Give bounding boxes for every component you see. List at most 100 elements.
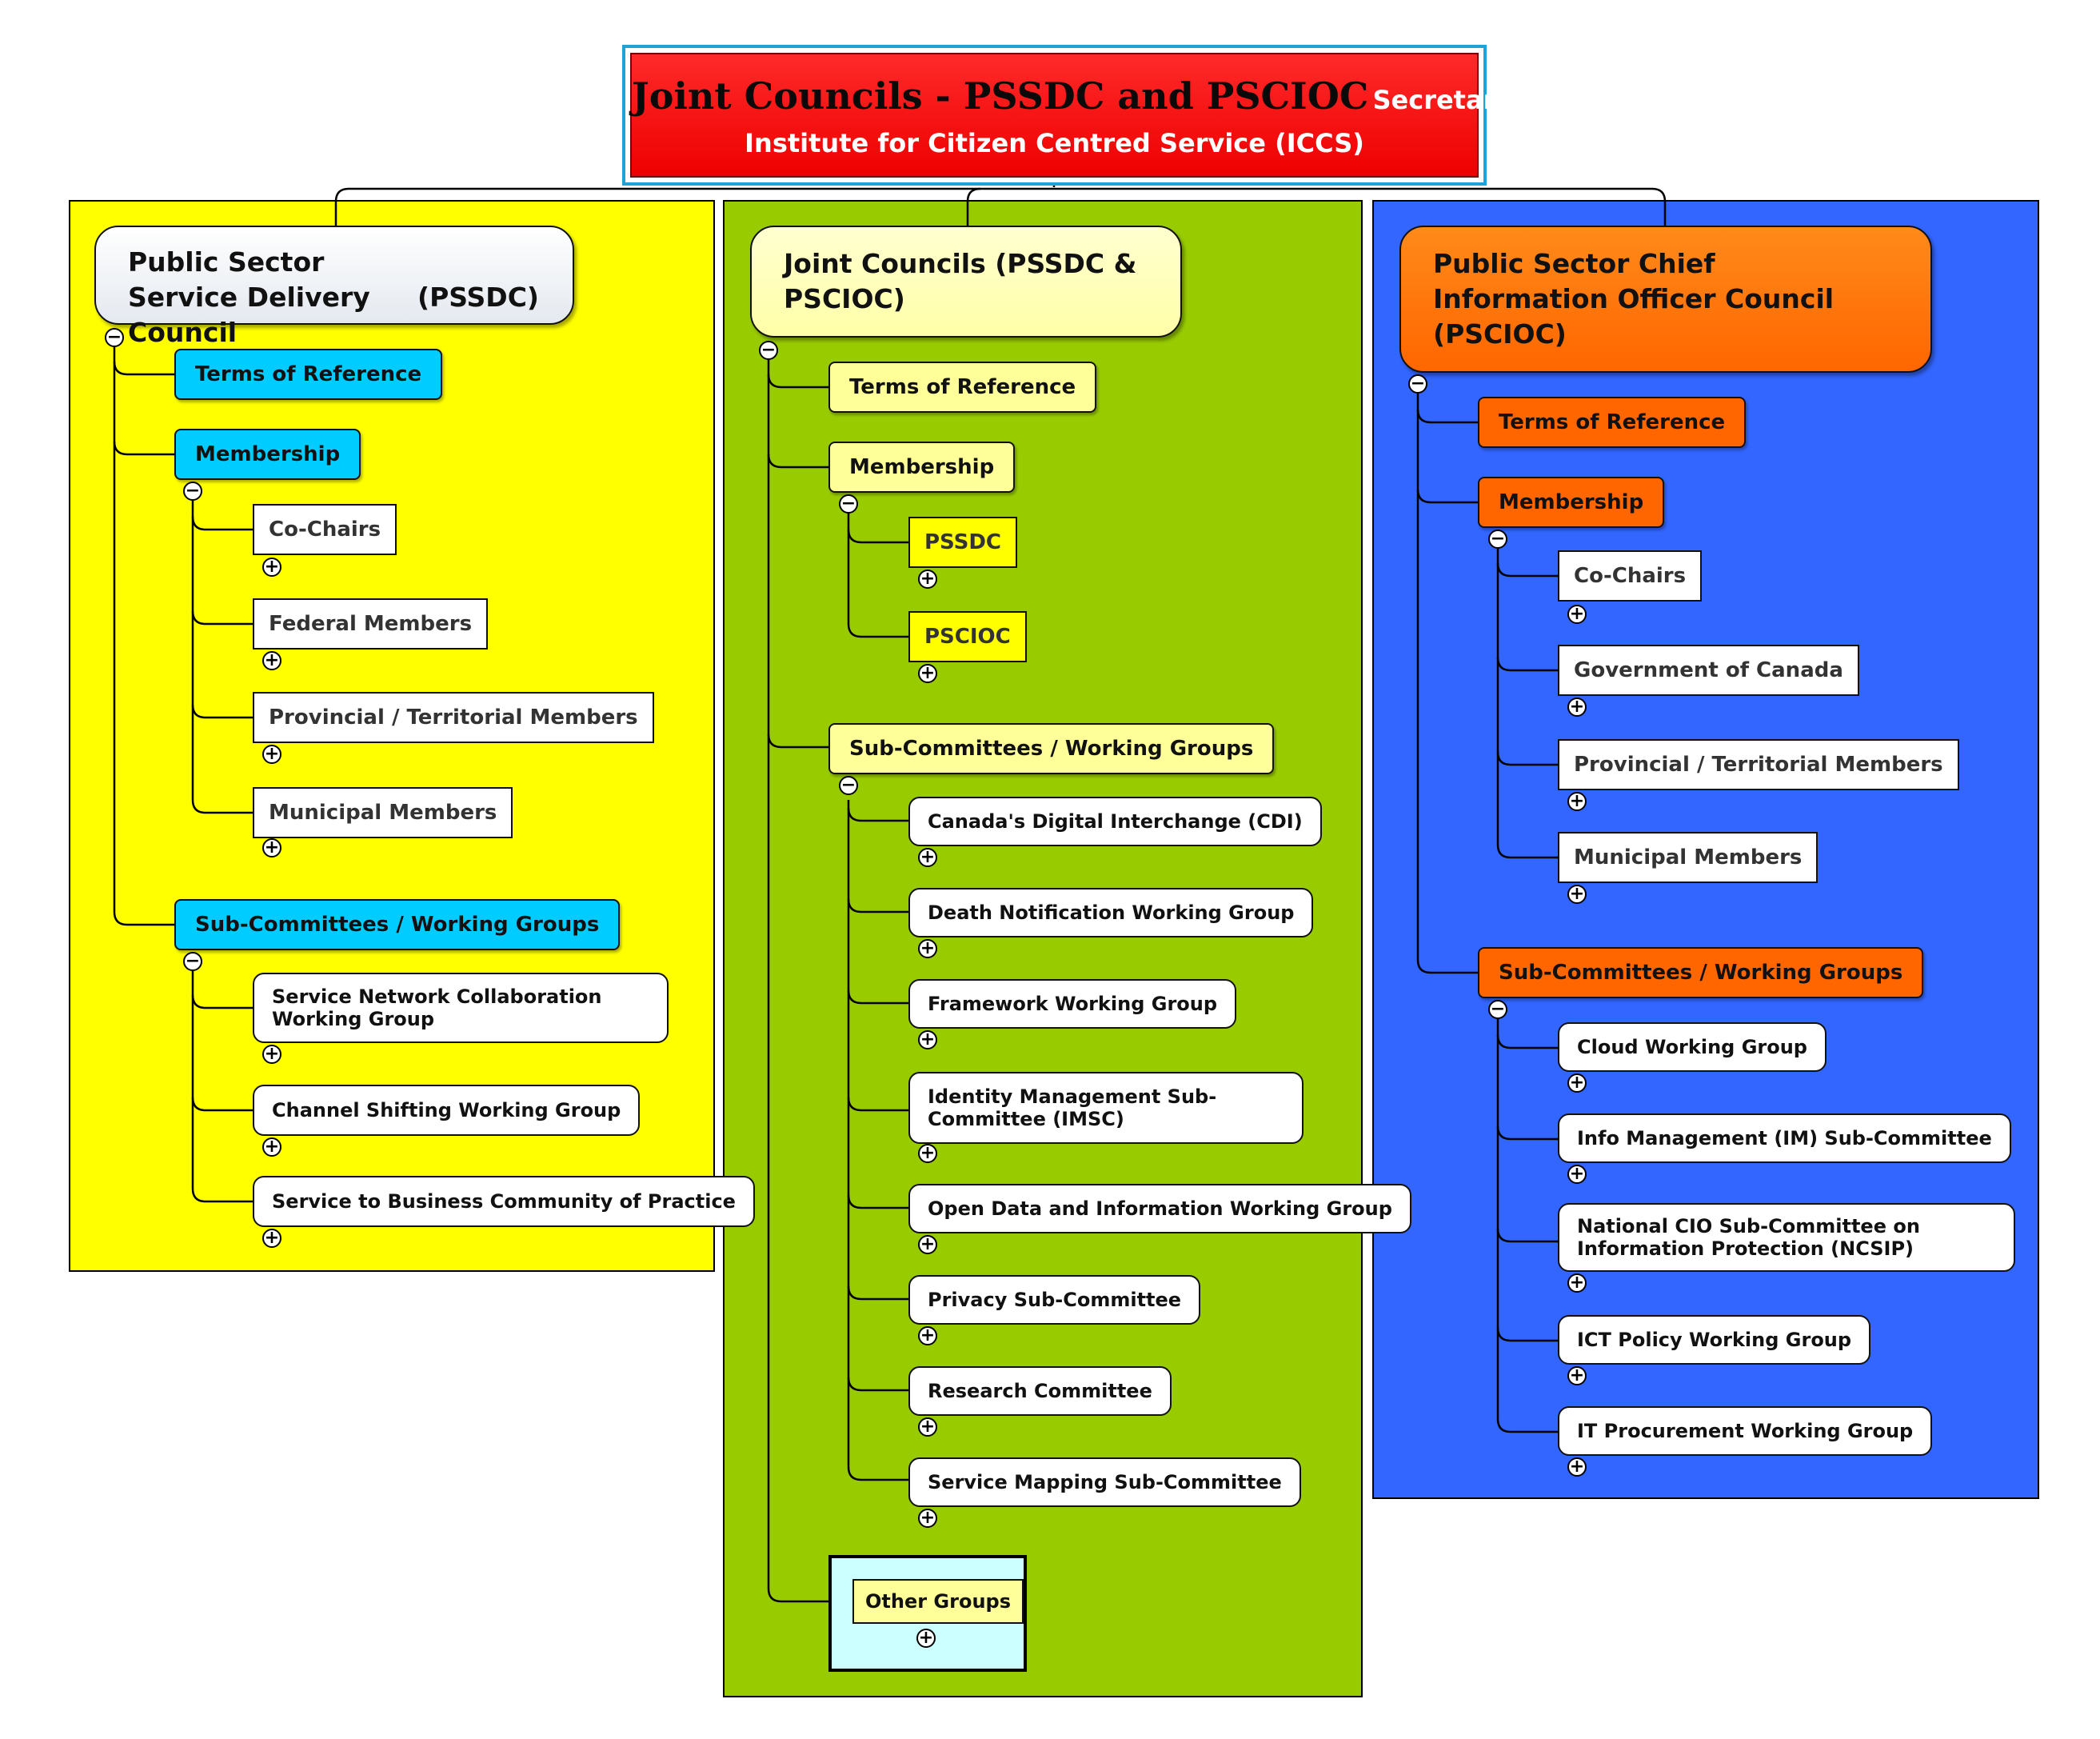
pssdc-group-service-network[interactable]: Service Network Collaboration Working Gr… (253, 973, 669, 1043)
pssdc-member-co-chairs-expand[interactable]: + (262, 558, 281, 577)
joint-member-pssdc[interactable]: PSSDC (908, 517, 1018, 568)
joint-group-service-mapping[interactable]: Service Mapping Sub-Committee (908, 1457, 1301, 1507)
pssdc-membership[interactable]: Membership (174, 429, 361, 480)
joint-group-identity-management[interactable]: Identity Management Sub-Committee (IMSC) (908, 1072, 1304, 1144)
joint-group-label: Open Data and Information Working Group (928, 1197, 1392, 1220)
joint-group-cdi-expand[interactable]: + (918, 848, 937, 867)
pssdc-group-label: Channel Shifting Working Group (272, 1099, 621, 1121)
pscioc-member-co-chairs-expand[interactable]: + (1567, 605, 1587, 624)
joint-group-label: Identity Management Sub-Committee (IMSC) (928, 1085, 1217, 1130)
pscioc-membership[interactable]: Membership (1478, 477, 1665, 528)
pscioc-group-info-management-expand[interactable]: + (1567, 1165, 1587, 1184)
pscioc-group-it-procurement[interactable]: IT Procurement Working Group (1558, 1406, 1933, 1456)
joint-other-groups-label: Other Groups (865, 1590, 1012, 1613)
joint-group-label: Framework Working Group (928, 993, 1218, 1015)
pssdc-member-provincial-territorial[interactable]: Provincial / Territorial Members (253, 692, 654, 743)
pssdc-root-node[interactable]: Public Sector Service Delivery Council (… (94, 226, 574, 348)
pscioc-terms-label: Terms of Reference (1499, 410, 1726, 434)
pssdc-group-service-network-expand[interactable]: + (262, 1045, 281, 1064)
pscioc-group-ncsip[interactable]: National CIO Sub-Committee on Informatio… (1558, 1203, 2015, 1272)
title-box[interactable]: Joint Councils - PSSDC and PSCIOC Secret… (630, 53, 1544, 178)
joint-other-groups[interactable]: Other Groups (852, 1579, 1024, 1624)
pscioc-member-label: Co-Chairs (1574, 564, 1687, 588)
pssdc-group-label: Service to Business Community of Practic… (272, 1190, 736, 1213)
pssdc-member-municipal-expand[interactable]: + (262, 838, 281, 858)
pscioc-subcommittees-toggle[interactable]: − (1488, 1000, 1507, 1019)
joint-group-death-notification[interactable]: Death Notification Working Group (908, 888, 1314, 937)
joint-group-label: Canada's Digital Interchange (CDI) (928, 810, 1303, 833)
pscioc-group-label: ICT Policy Working Group (1577, 1329, 1852, 1351)
pssdc-root-abbr: (PSSDC) (417, 282, 539, 313)
pssdc-group-channel-shifting[interactable]: Channel Shifting Working Group (253, 1085, 641, 1136)
joint-group-open-data-expand[interactable]: + (918, 1235, 937, 1254)
pssdc-terms-of-reference[interactable]: Terms of Reference (174, 349, 443, 400)
pscioc-member-goc-expand[interactable]: + (1567, 698, 1587, 717)
joint-terms-label: Terms of Reference (849, 375, 1076, 399)
joint-root-node[interactable]: Joint Councils (PSSDC & PSCIOC) (750, 226, 1182, 338)
pssdc-member-municipal[interactable]: Municipal Members (253, 787, 513, 838)
joint-group-open-data[interactable]: Open Data and Information Working Group (908, 1184, 1411, 1233)
joint-group-research-expand[interactable]: + (918, 1417, 937, 1437)
joint-membership-toggle[interactable]: − (839, 494, 858, 514)
pscioc-group-label: Cloud Working Group (1577, 1036, 1807, 1058)
joint-collapse-toggle[interactable]: − (759, 341, 778, 360)
pscioc-member-government-of-canada[interactable]: Government of Canada (1558, 645, 1859, 696)
pssdc-group-label: Service Network Collaboration Working Gr… (272, 985, 602, 1030)
joint-group-death-notification-expand[interactable]: + (918, 939, 937, 958)
joint-member-label: PSCIOC (924, 625, 1011, 649)
joint-membership[interactable]: Membership (828, 442, 1016, 493)
joint-group-framework-expand[interactable]: + (918, 1030, 937, 1049)
title-secretariat-label: Secretariat: (1372, 85, 1544, 115)
pscioc-group-ict-policy-expand[interactable]: + (1567, 1366, 1587, 1385)
joint-subcommittees-label: Sub-Committees / Working Groups (849, 737, 1254, 761)
joint-group-identity-management-expand[interactable]: + (918, 1144, 937, 1163)
joint-member-pscioc-expand[interactable]: + (918, 664, 937, 683)
pscioc-member-municipal[interactable]: Municipal Members (1558, 832, 1819, 883)
pscioc-member-co-chairs[interactable]: Co-Chairs (1558, 550, 1703, 602)
title-secretariat-org: Institute for Citizen Centred Service (I… (745, 128, 1364, 158)
pssdc-member-co-chairs[interactable]: Co-Chairs (253, 504, 397, 555)
pscioc-group-cloud[interactable]: Cloud Working Group (1558, 1022, 1827, 1072)
pssdc-member-provincial-expand[interactable]: + (262, 745, 281, 764)
pssdc-group-service-to-business[interactable]: Service to Business Community of Practic… (253, 1176, 755, 1227)
joint-member-pscioc[interactable]: PSCIOC (908, 611, 1027, 662)
joint-group-privacy[interactable]: Privacy Sub-Committee (908, 1275, 1201, 1325)
pscioc-subcommittees[interactable]: Sub-Committees / Working Groups (1478, 947, 1924, 998)
joint-subcommittees[interactable]: Sub-Committees / Working Groups (828, 723, 1275, 774)
pscioc-member-label: Municipal Members (1574, 846, 1803, 870)
joint-other-groups-expand[interactable]: + (916, 1629, 936, 1648)
pscioc-group-info-management[interactable]: Info Management (IM) Sub-Committee (1558, 1113, 2011, 1163)
pscioc-member-label: Government of Canada (1574, 658, 1843, 682)
joint-terms-of-reference[interactable]: Terms of Reference (828, 362, 1097, 413)
joint-group-framework[interactable]: Framework Working Group (908, 979, 1237, 1029)
pssdc-membership-toggle[interactable]: − (183, 482, 202, 501)
pssdc-group-channel-shifting-expand[interactable]: + (262, 1137, 281, 1157)
joint-group-service-mapping-expand[interactable]: + (918, 1509, 937, 1528)
joint-group-cdi[interactable]: Canada's Digital Interchange (CDI) (908, 797, 1322, 846)
pscioc-member-provincial-territorial[interactable]: Provincial / Territorial Members (1558, 739, 1959, 790)
pscioc-group-ict-policy[interactable]: ICT Policy Working Group (1558, 1315, 1871, 1365)
pssdc-member-federal-expand[interactable]: + (262, 651, 281, 670)
pscioc-member-label: Provincial / Territorial Members (1574, 753, 1943, 777)
pssdc-member-label: Municipal Members (269, 801, 497, 825)
joint-subcommittees-toggle[interactable]: − (839, 776, 858, 795)
pscioc-group-label: IT Procurement Working Group (1577, 1420, 1914, 1442)
pscioc-group-ncsip-expand[interactable]: + (1567, 1273, 1587, 1293)
pscioc-group-it-procurement-expand[interactable]: + (1567, 1457, 1587, 1477)
pscioc-member-provincial-expand[interactable]: + (1567, 792, 1587, 811)
joint-group-research[interactable]: Research Committee (908, 1366, 1172, 1416)
pssdc-collapse-toggle[interactable]: − (105, 328, 124, 347)
pssdc-group-service-to-business-expand[interactable]: + (262, 1229, 281, 1248)
pssdc-subcommittees[interactable]: Sub-Committees / Working Groups (174, 899, 621, 950)
pscioc-collapse-toggle[interactable]: − (1408, 374, 1427, 394)
pscioc-member-municipal-expand[interactable]: + (1567, 885, 1587, 904)
pscioc-membership-toggle[interactable]: − (1488, 530, 1507, 549)
pssdc-member-federal[interactable]: Federal Members (253, 598, 489, 650)
joint-member-pssdc-expand[interactable]: + (918, 570, 937, 589)
joint-group-privacy-expand[interactable]: + (918, 1326, 937, 1345)
pscioc-terms-of-reference[interactable]: Terms of Reference (1478, 397, 1747, 448)
pssdc-subcommittees-toggle[interactable]: − (183, 952, 202, 971)
pscioc-group-cloud-expand[interactable]: + (1567, 1073, 1587, 1093)
pscioc-root-node[interactable]: Public Sector Chief Information Officer … (1399, 226, 1932, 373)
